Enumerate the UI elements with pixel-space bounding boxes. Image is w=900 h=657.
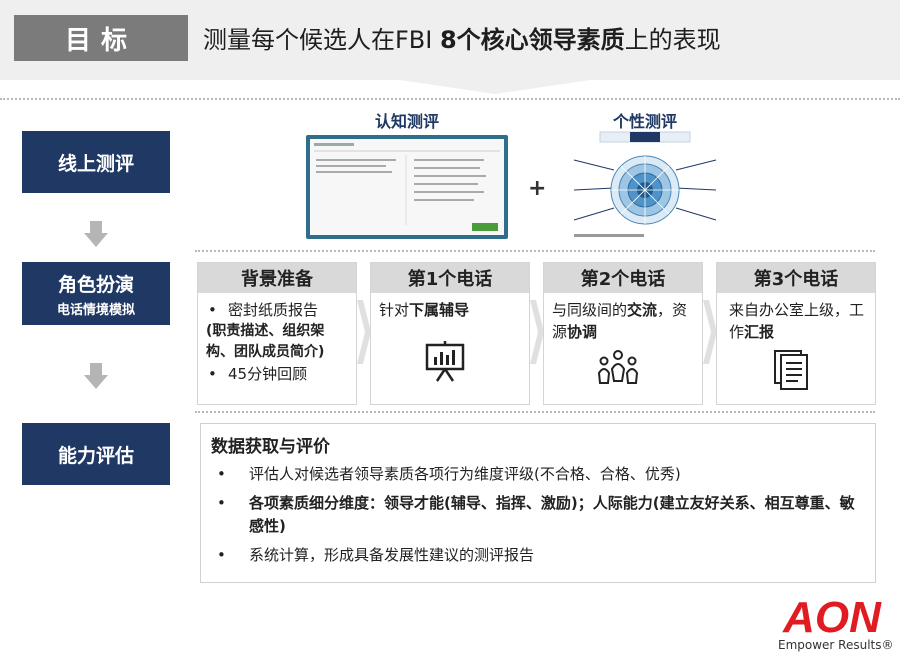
chevron-right-icon [703,300,717,364]
header-arrow [400,80,590,94]
evaluation-item: • 评估人对候选者领导素质各项行为维度评级(不合格、合格、优秀) [217,465,681,483]
divider [195,250,875,252]
header-band: 目标 测量每个候选人在FBI 8个核心领导素质上的表现 [0,0,900,80]
evaluation-item: • 各项素质细分维度：领导才能(辅导、指挥、激励)；人际能力(建立友好关系、相互… [217,494,855,535]
down-arrow-icon [84,221,108,247]
cognitive-test-screenshot [306,135,508,239]
divider [195,411,875,413]
down-arrow-icon [84,363,108,389]
nav-online-test: 线上测评 [22,131,170,193]
evaluation-box: 数据获取与评价 • 评估人对候选者领导素质各项行为维度评级(不合格、合格、优秀)… [200,423,876,583]
documents-icon [774,350,808,390]
cognitive-caption: 认知测评 [374,112,439,131]
personality-caption: 个性测评 [612,112,677,131]
plus-sign: + [528,176,547,201]
card-background-prep: 背景准备 • 密封纸质报告 (职责描述、组织架构、团队成员简介) • 45分钟回… [197,262,357,405]
svg-text:AON: AON [782,593,882,638]
logo-tagline: Empower Results® [778,638,894,652]
presentation-icon [425,341,465,382]
nav-ability-evaluation: 能力评估 [22,423,170,485]
divider [0,98,900,100]
card-call-1: 第1个电话 针对下属辅导 [370,262,530,405]
chevron-right-icon [530,300,544,364]
header-label: 目标 [14,15,188,61]
card-call-3: 第3个电话 来自办公室上级，工作汇报 [716,262,876,405]
header-title: 测量每个候选人在FBI 8个核心领导素质上的表现 [203,26,721,54]
aon-logo: AON [782,593,882,638]
chevron-right-icon [357,300,371,364]
personality-wheel-graphic [573,131,717,237]
evaluation-item: • 系统计算，形成具备发展性建议的测评报告 [217,546,535,564]
nav-role-play: 角色扮演 电话情境模拟 [22,262,170,325]
card-call-2: 第2个电话 与同级间的交流，资源协调 [543,262,703,405]
people-icon [597,350,639,384]
